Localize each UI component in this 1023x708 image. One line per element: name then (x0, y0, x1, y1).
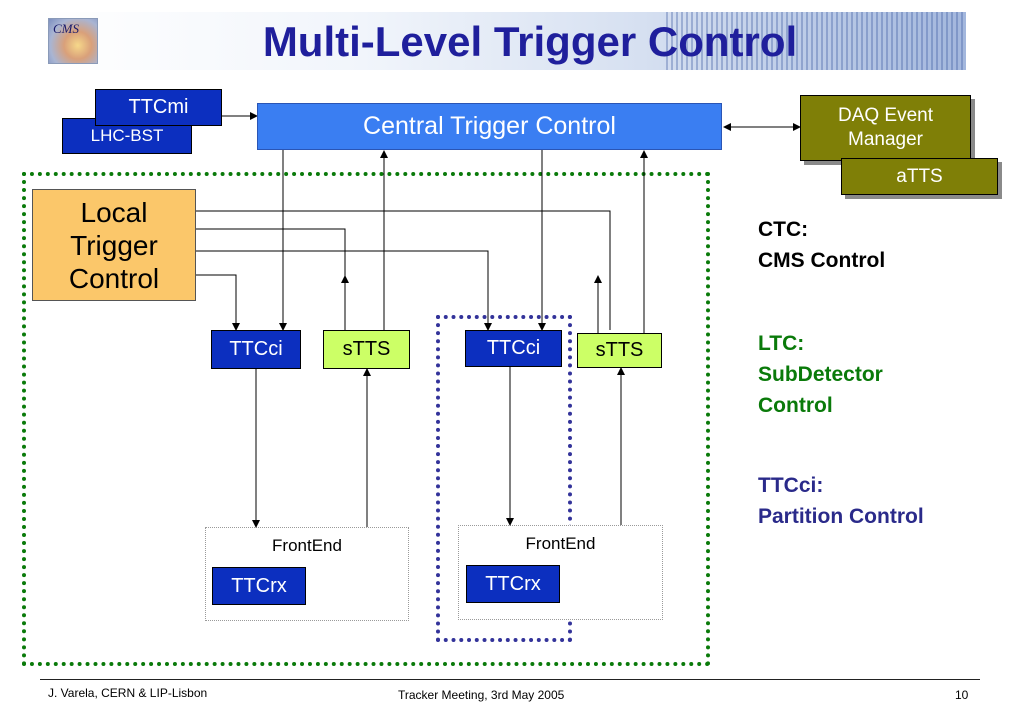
title-bar (40, 12, 966, 70)
legend-ltc-desc-line1: SubDetector (758, 363, 883, 386)
central-trigger-control-box: Central Trigger Control (257, 103, 722, 150)
daq-event-manager-box: DAQ Event Manager (800, 95, 971, 161)
legend-ltc-abbr: LTC: (758, 332, 805, 355)
legend-ltc: LTC: SubDetector Control (758, 328, 998, 421)
slide-title: Multi-Level Trigger Control (262, 18, 798, 65)
partition-region-green (22, 172, 710, 666)
ltc-label-line1: Local (80, 196, 148, 228)
frontend-label-2: FrontEnd (525, 534, 596, 553)
legend-ttcci-abbr: TTCci: (758, 474, 824, 497)
local-trigger-control-box: Local Trigger Control (32, 189, 196, 301)
footer-page-number: 10 (955, 688, 969, 702)
atts-box: aTTS (841, 158, 998, 195)
ttcrx-box-2: TTCrx (466, 565, 560, 603)
ttcci-box-1: TTCci (211, 330, 301, 369)
stts-box-2: sTTS (577, 333, 662, 368)
legend-ttcci-desc: Partition Control (758, 505, 924, 528)
legend-ctc: CTC: CMS Control (758, 214, 998, 276)
ttcci-box-2: TTCci (465, 330, 562, 367)
frontend-label-1: FrontEnd (272, 536, 342, 555)
legend-ctc-desc: CMS Control (758, 249, 886, 272)
legend-ltc-desc-line2: Control (758, 394, 833, 417)
footer-meeting: Tracker Meeting, 3rd May 2005 (398, 688, 565, 702)
daq-label-line2: Manager (848, 129, 923, 150)
stts-box-1: sTTS (323, 330, 410, 369)
ttcrx-box-1: TTCrx (212, 567, 306, 605)
ltc-label-line3: Control (68, 262, 160, 294)
partition-region-blue (436, 315, 572, 642)
daq-label-line1: DAQ Event (837, 105, 934, 126)
cms-logo-icon: CMS (48, 18, 98, 64)
footer-divider (40, 679, 980, 680)
ltc-label-line2: Trigger (70, 229, 158, 261)
logo-text: CMS (53, 21, 79, 36)
legend-ctc-abbr: CTC: (758, 218, 809, 241)
legend-ttcci: TTCci: Partition Control (758, 470, 1008, 532)
footer-author: J. Varela, CERN & LIP-Lisbon (48, 686, 208, 700)
ttcmi-box: TTCmi (95, 89, 222, 126)
